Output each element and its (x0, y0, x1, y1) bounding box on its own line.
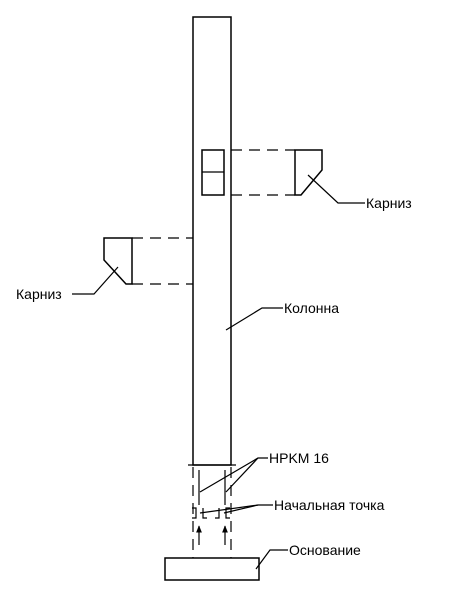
anchor-zone (192, 467, 232, 558)
leader-lines (72, 174, 365, 570)
column-label: Колонна (284, 300, 339, 316)
cornice-right-label: Карниз (366, 195, 412, 211)
foundation (164, 557, 260, 581)
cornice-right (231, 149, 323, 196)
column-pocket (201, 149, 225, 196)
foundation-label: Основание (289, 542, 361, 558)
cornice-left-label: Карниз (16, 286, 62, 302)
start-point-label: Начальная точка (274, 497, 385, 513)
anchor-label: HPKM 16 (269, 450, 329, 466)
column (188, 16, 236, 466)
cornice-left (103, 237, 193, 285)
